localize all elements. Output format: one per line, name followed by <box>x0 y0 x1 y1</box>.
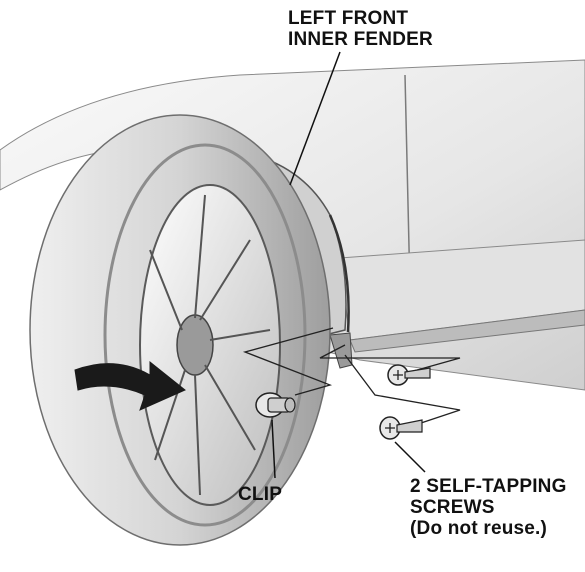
label-screws-line-3: (Do not reuse.) <box>410 518 548 539</box>
wheel-hub <box>176 314 214 376</box>
clip-fastener <box>255 392 296 418</box>
label-fender-line-1: LEFT FRONT <box>288 8 409 29</box>
screw-fastener-lower <box>379 416 423 440</box>
label-left-front-inner-fender: LEFT FRONT INNER FENDER <box>288 8 433 50</box>
label-screws-line-2: SCREWS <box>410 497 495 518</box>
sill-edge <box>349 309 585 353</box>
screw-fastener-upper <box>387 364 431 386</box>
fender-liner-edge <box>328 214 350 333</box>
label-screws-line-1: 2 SELF-TAPPING <box>410 476 567 497</box>
label-self-tapping-screws: 2 SELF-TAPPING SCREWS (Do not reuse.) <box>410 476 567 539</box>
side-sill <box>339 239 585 341</box>
explode-guide-lines <box>242 327 461 426</box>
wheel-spokes <box>149 194 271 496</box>
label-fender-line-2: INNER FENDER <box>288 29 433 50</box>
label-clip: CLIP <box>238 484 283 505</box>
rotation-arrow-icon <box>74 360 186 411</box>
leader-lines <box>271 51 426 479</box>
